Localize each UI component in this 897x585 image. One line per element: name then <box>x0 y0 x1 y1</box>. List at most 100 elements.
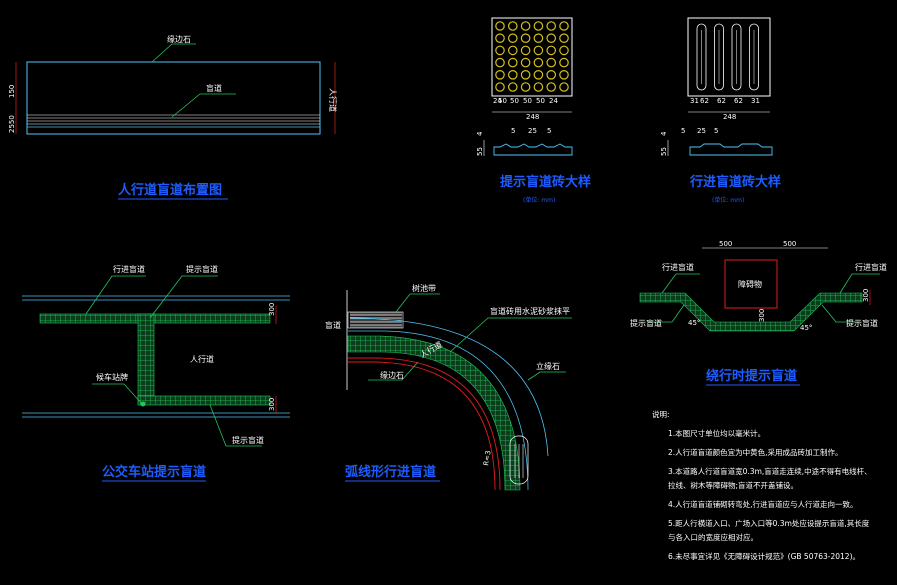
obstacle-leader <box>661 273 700 294</box>
curve-leader <box>449 317 572 353</box>
warning-tile-dim: 24 <box>549 97 558 105</box>
tactile-dot-icon <box>546 70 556 80</box>
obstacle-dim-45-l: 45° <box>688 319 700 327</box>
notes-heading: 说明: <box>652 409 670 419</box>
plan-dim-150: 150 <box>8 85 16 98</box>
tactile-dot-icon <box>507 21 518 31</box>
guide-tile-dim: 31 <box>690 97 699 105</box>
obstacle-title: 绕行时提示盲道 <box>706 368 797 384</box>
panel-curve: 盲道 树池带 盲道砖用水泥砂浆抹平 人行道 缘边石 立缘石 R=3 弧线形行进盲… <box>325 283 572 491</box>
obstacle-label-warn-l: 提示盲道 <box>630 318 662 328</box>
curve-label-r: R=3 <box>482 450 493 466</box>
guide-tile-total: 248 <box>723 113 736 121</box>
curve-leader <box>368 361 419 381</box>
tactile-dot-icon <box>507 70 518 80</box>
guide-tile-title: 行进盲道砖大样 <box>689 174 781 190</box>
warning-tile-side-dim: 5 <box>511 127 515 135</box>
panel-plan: 150 2550 人行道 缘边石 盲道 人行道盲道布置图 <box>8 34 338 200</box>
tactile-dot-icon <box>559 21 569 31</box>
tactile-dot-icon <box>559 33 569 43</box>
tactile-dot-icon <box>507 82 518 92</box>
tactile-dot-icon <box>495 45 505 56</box>
tactile-dot-icon <box>520 45 531 56</box>
guide-tile-hdim-text: 55 <box>660 147 668 156</box>
obstacle-leader <box>648 304 685 323</box>
notes-item: 6.未尽事宜详见《无障碍设计规范》(GB 50763-2012)。 <box>668 551 860 561</box>
bus-label-walk: 人行道 <box>190 354 214 364</box>
warning-tile-title: 提示盲道砖大样 <box>500 174 591 190</box>
guide-tile-outline <box>687 17 771 97</box>
tactile-dot-icon <box>507 45 518 56</box>
obstacle-box <box>724 259 778 309</box>
warning-tile-dots <box>495 21 569 92</box>
warning-tile-dim: 50 <box>523 97 532 105</box>
warning-tile-hdim-text: 4 <box>476 131 484 136</box>
tactile-bar-icon <box>714 23 724 91</box>
warning-tile-dim: 50 <box>510 97 519 105</box>
tactile-bar-icon <box>696 23 707 91</box>
warning-tile-unit: (单位: mm) <box>523 196 555 204</box>
tactile-bar-icon <box>749 23 759 91</box>
curve-title: 弧线形行进盲道 <box>345 464 436 480</box>
curve-edge-line <box>348 330 529 491</box>
plan-sidewalk-rect <box>26 61 321 135</box>
tactile-dot-icon <box>546 57 556 68</box>
tactile-dot-icon <box>546 33 556 43</box>
plan-dim-2550: 2550 <box>8 115 16 133</box>
bus-label-stop: 候车站牌 <box>96 372 128 382</box>
tactile-dot-icon <box>520 33 531 43</box>
curve-outer-edge <box>349 317 549 457</box>
guide-tile-dim: 62 <box>700 97 709 105</box>
notes-item: 3.本道路人行道盲道宽0.3m,盲道走连续,中途不得有电线杆、 <box>668 466 872 476</box>
curve-leader <box>527 371 566 381</box>
tactile-dot-icon <box>559 70 569 80</box>
warning-tile-total: 248 <box>526 113 539 121</box>
plan-label-side: 人行道 <box>328 88 338 112</box>
tactile-bar-icon <box>731 23 742 91</box>
bus-bottom-strip <box>137 395 271 406</box>
curve-label-edge: 立缘石 <box>536 361 560 371</box>
bus-leader <box>209 404 262 447</box>
tactile-dot-icon <box>495 33 505 43</box>
warning-tile-side-dim: 25 <box>528 127 537 135</box>
warning-tile-side-dim: 5 <box>547 127 551 135</box>
curve-label-mortar: 盲道砖用水泥砂浆抹平 <box>490 306 570 316</box>
tactile-dot-icon <box>533 70 544 80</box>
bus-stop-sign-icon <box>140 401 146 407</box>
tactile-dot-icon <box>495 57 505 68</box>
tactile-dot-icon <box>520 21 531 31</box>
obstacle-label: 障碍物 <box>738 279 762 289</box>
tactile-dot-icon <box>507 57 518 68</box>
obstacle-dim-45-r: 45° <box>800 324 812 332</box>
guide-tile-side-dim: 5 <box>714 127 718 135</box>
tactile-dot-icon <box>546 21 556 31</box>
bus-label-warn: 提示盲道 <box>186 264 218 274</box>
plan-blind-leader <box>171 93 236 118</box>
obstacle-label-warn-r: 提示盲道 <box>846 318 878 328</box>
obstacle-dim-300: 300 <box>758 309 766 322</box>
bus-dim-bot: 300 <box>268 398 276 411</box>
tactile-dot-icon <box>520 57 531 68</box>
curve-label-tree: 树池带 <box>412 283 436 293</box>
tactile-dot-icon <box>559 57 569 68</box>
tactile-dot-icon <box>533 21 544 31</box>
guide-tile-hdim-text: 4 <box>660 131 668 136</box>
guide-tile-side-dim: 25 <box>697 127 706 135</box>
obstacle-leader <box>839 273 880 294</box>
tactile-dot-icon <box>520 70 531 80</box>
bus-title: 公交车站提示盲道 <box>102 464 206 480</box>
panel-bus-stop: 300 300 行进盲道 提示盲道 人行道 候车站牌 提示盲道 公交车站提示盲道 <box>22 264 290 482</box>
curve-label-curb: 缘边石 <box>380 370 404 380</box>
obstacle-dim-500-l: 500 <box>719 240 732 248</box>
obstacle-label-guide-l: 行进盲道 <box>662 262 694 272</box>
guide-tile-side-dim: 5 <box>681 127 685 135</box>
plan-title: 人行道盲道布置图 <box>118 182 222 198</box>
tactile-dot-icon <box>533 33 544 43</box>
tactile-dot-icon <box>495 82 505 92</box>
notes-item: 4.人行道盲道铺砌转弯处,行进盲道应与人行道走向一致。 <box>668 499 858 509</box>
panel-obstacle: 障碍物 500 500 300 45° 45° 300 行进盲道 行进盲道 提示… <box>630 240 887 386</box>
